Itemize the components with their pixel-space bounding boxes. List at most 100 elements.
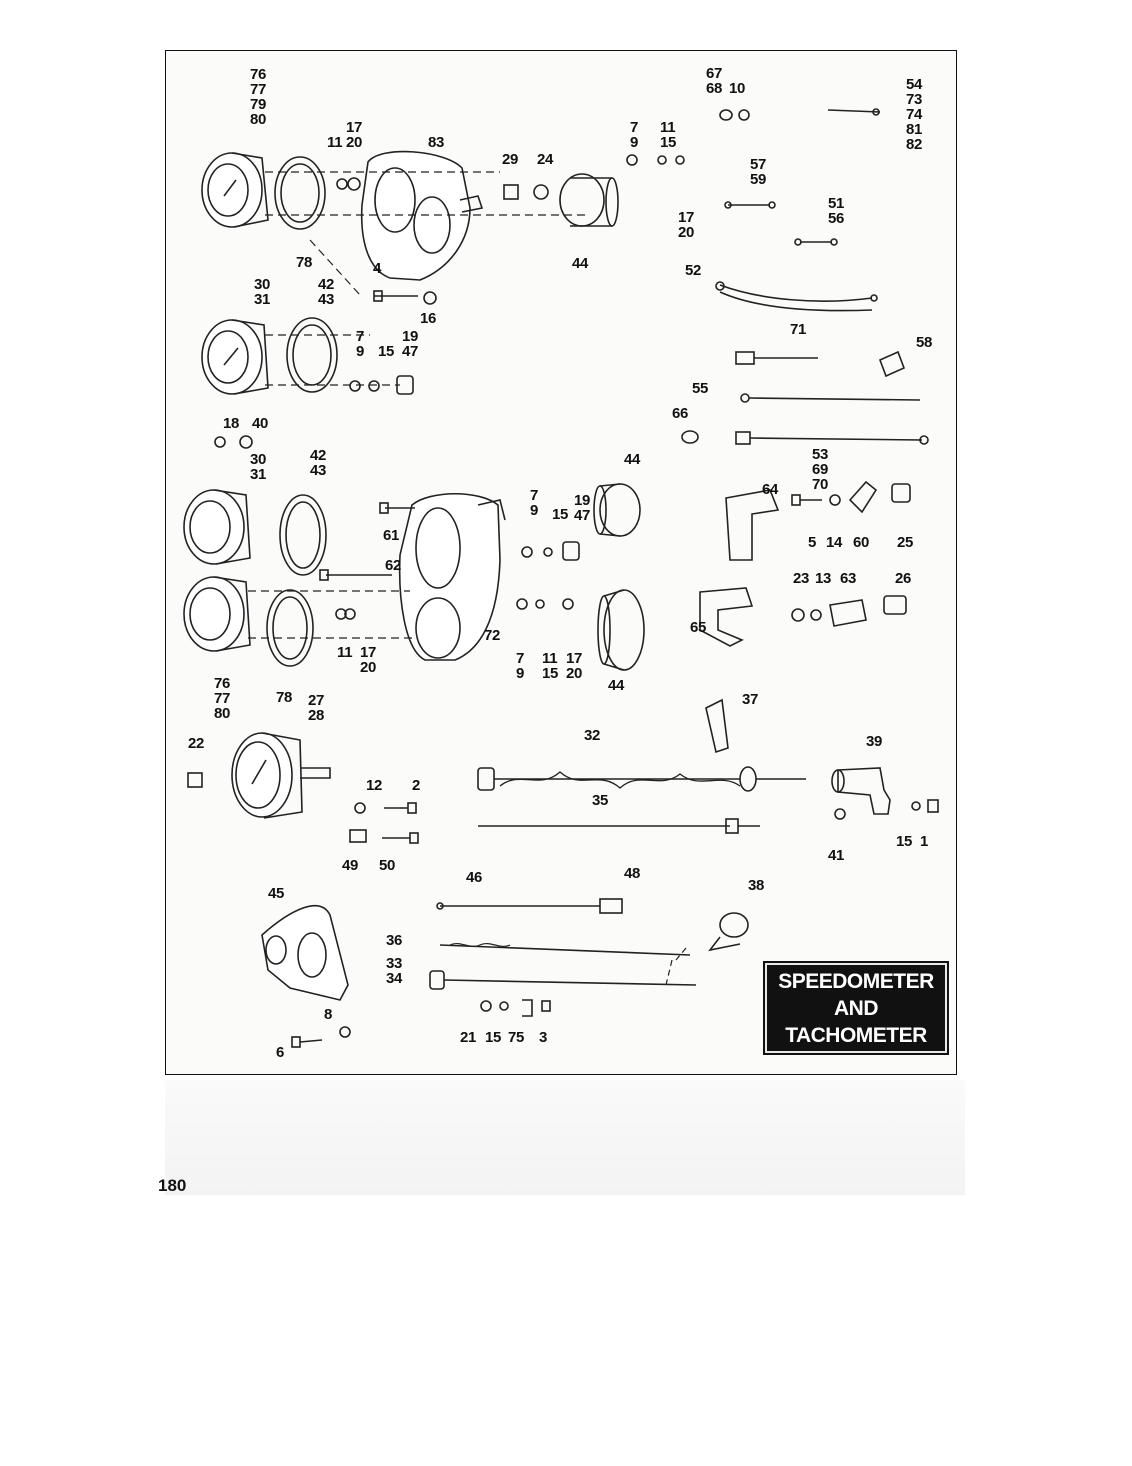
callout-54: 54 [906, 76, 923, 93]
callout-4: 4 [373, 260, 382, 277]
callout-18: 18 [223, 415, 239, 432]
bleed-through-area [165, 1080, 965, 1195]
callout-76: 76 [250, 66, 266, 83]
callout-30: 30 [254, 276, 270, 293]
bracket-65 [699, 587, 754, 647]
callout-7: 7 [530, 487, 538, 504]
callout-66: 66 [672, 405, 688, 422]
callout-12: 12 [366, 777, 382, 794]
bracket-45 [261, 904, 349, 1001]
callout-68: 68 [706, 80, 722, 97]
nuts-29-24 [503, 184, 549, 200]
callout-19: 19 [402, 328, 418, 345]
callout-47: 47 [574, 507, 590, 524]
callout-11: 11 [337, 644, 352, 661]
callout-59: 59 [750, 171, 766, 188]
callout-73: 73 [906, 91, 922, 108]
callout-7: 7 [356, 328, 364, 345]
drive-39 [831, 767, 891, 815]
callout-7: 7 [630, 119, 638, 136]
washer-12 [354, 802, 366, 814]
callout-83: 83 [428, 134, 444, 151]
callout-67: 67 [706, 65, 722, 82]
grommet-25 [891, 483, 911, 503]
callout-36: 36 [386, 932, 402, 949]
wire-57 [724, 201, 776, 209]
callout-82: 82 [906, 136, 922, 153]
callout-35: 35 [592, 792, 608, 809]
callout-34: 34 [386, 970, 403, 987]
callout-20: 20 [346, 134, 362, 151]
callout-8: 8 [324, 1006, 332, 1023]
wire-51 [794, 238, 838, 246]
gauge-27-28 [231, 732, 331, 819]
callout-15: 15 [552, 506, 568, 523]
trim-ring-top [274, 156, 326, 230]
callout-2: 2 [412, 777, 420, 794]
wire-54 [827, 108, 881, 116]
callout-9: 9 [630, 134, 638, 151]
callout-11: 11 [660, 119, 675, 136]
callout-33: 33 [386, 955, 402, 972]
housing-72 [398, 492, 506, 661]
callout-37: 37 [742, 691, 758, 708]
callout-17: 17 [678, 209, 694, 226]
washer-13 [810, 609, 822, 621]
callout-13: 13 [815, 570, 831, 587]
nuts-11-17-20-lower [335, 608, 356, 620]
trim-ring-78-lower [266, 589, 314, 667]
callout-20: 20 [678, 224, 694, 241]
callout-79: 79 [250, 96, 266, 113]
bolt-5 [791, 494, 822, 506]
nut-22 [187, 772, 203, 788]
callout-69: 69 [812, 461, 828, 478]
callout-23: 23 [793, 570, 809, 587]
callout-10: 10 [729, 80, 745, 97]
wire-53 [735, 431, 929, 445]
callout-51: 51 [828, 195, 844, 212]
callout-21: 21 [460, 1029, 476, 1046]
callout-6: 6 [276, 1044, 284, 1061]
bulb-66 [681, 430, 699, 444]
callout-22: 22 [188, 735, 204, 752]
callout-15: 15 [542, 665, 558, 682]
callout-50: 50 [379, 857, 395, 874]
callout-64: 64 [762, 481, 779, 498]
callout-15: 15 [378, 343, 394, 360]
bolt-6 [291, 1036, 323, 1048]
callout-44: 44 [624, 451, 641, 468]
callout-9: 9 [516, 665, 524, 682]
callout-30: 30 [250, 451, 266, 468]
callout-29: 29 [502, 151, 518, 168]
knob-19-47-lower [521, 541, 580, 561]
bolt-61 [379, 502, 415, 514]
callout-20: 20 [566, 665, 582, 682]
callout-31: 31 [254, 291, 270, 308]
callout-11: 11 [542, 650, 557, 667]
callout-15: 15 [485, 1029, 501, 1046]
callout-78: 78 [296, 254, 312, 271]
callout-48: 48 [624, 865, 640, 882]
callout-25: 25 [897, 534, 913, 551]
washer-15-right [911, 801, 921, 811]
callout-11: 11 [327, 134, 342, 151]
trim-ring-42-43-lower [279, 494, 327, 576]
callout-31: 31 [250, 466, 266, 483]
callout-77: 77 [250, 81, 266, 98]
callout-43: 43 [310, 462, 326, 479]
callout-9: 9 [356, 343, 364, 360]
cup-44-lower [597, 589, 645, 671]
screw-50 [382, 832, 419, 844]
callout-63: 63 [840, 570, 856, 587]
small-parts-21-15-75-3 [480, 999, 551, 1017]
callout-1: 1 [920, 833, 928, 850]
bolt-4 [373, 290, 437, 305]
bulb-10 [719, 109, 750, 121]
callout-70: 70 [812, 476, 828, 493]
washers-7-9-11-15-17 [516, 598, 574, 610]
page-number: 180 [158, 1176, 187, 1195]
gauge-middle-upper [201, 319, 269, 395]
callout-19: 19 [574, 492, 590, 509]
screw-2 [384, 802, 417, 814]
callout-20: 20 [360, 659, 376, 676]
